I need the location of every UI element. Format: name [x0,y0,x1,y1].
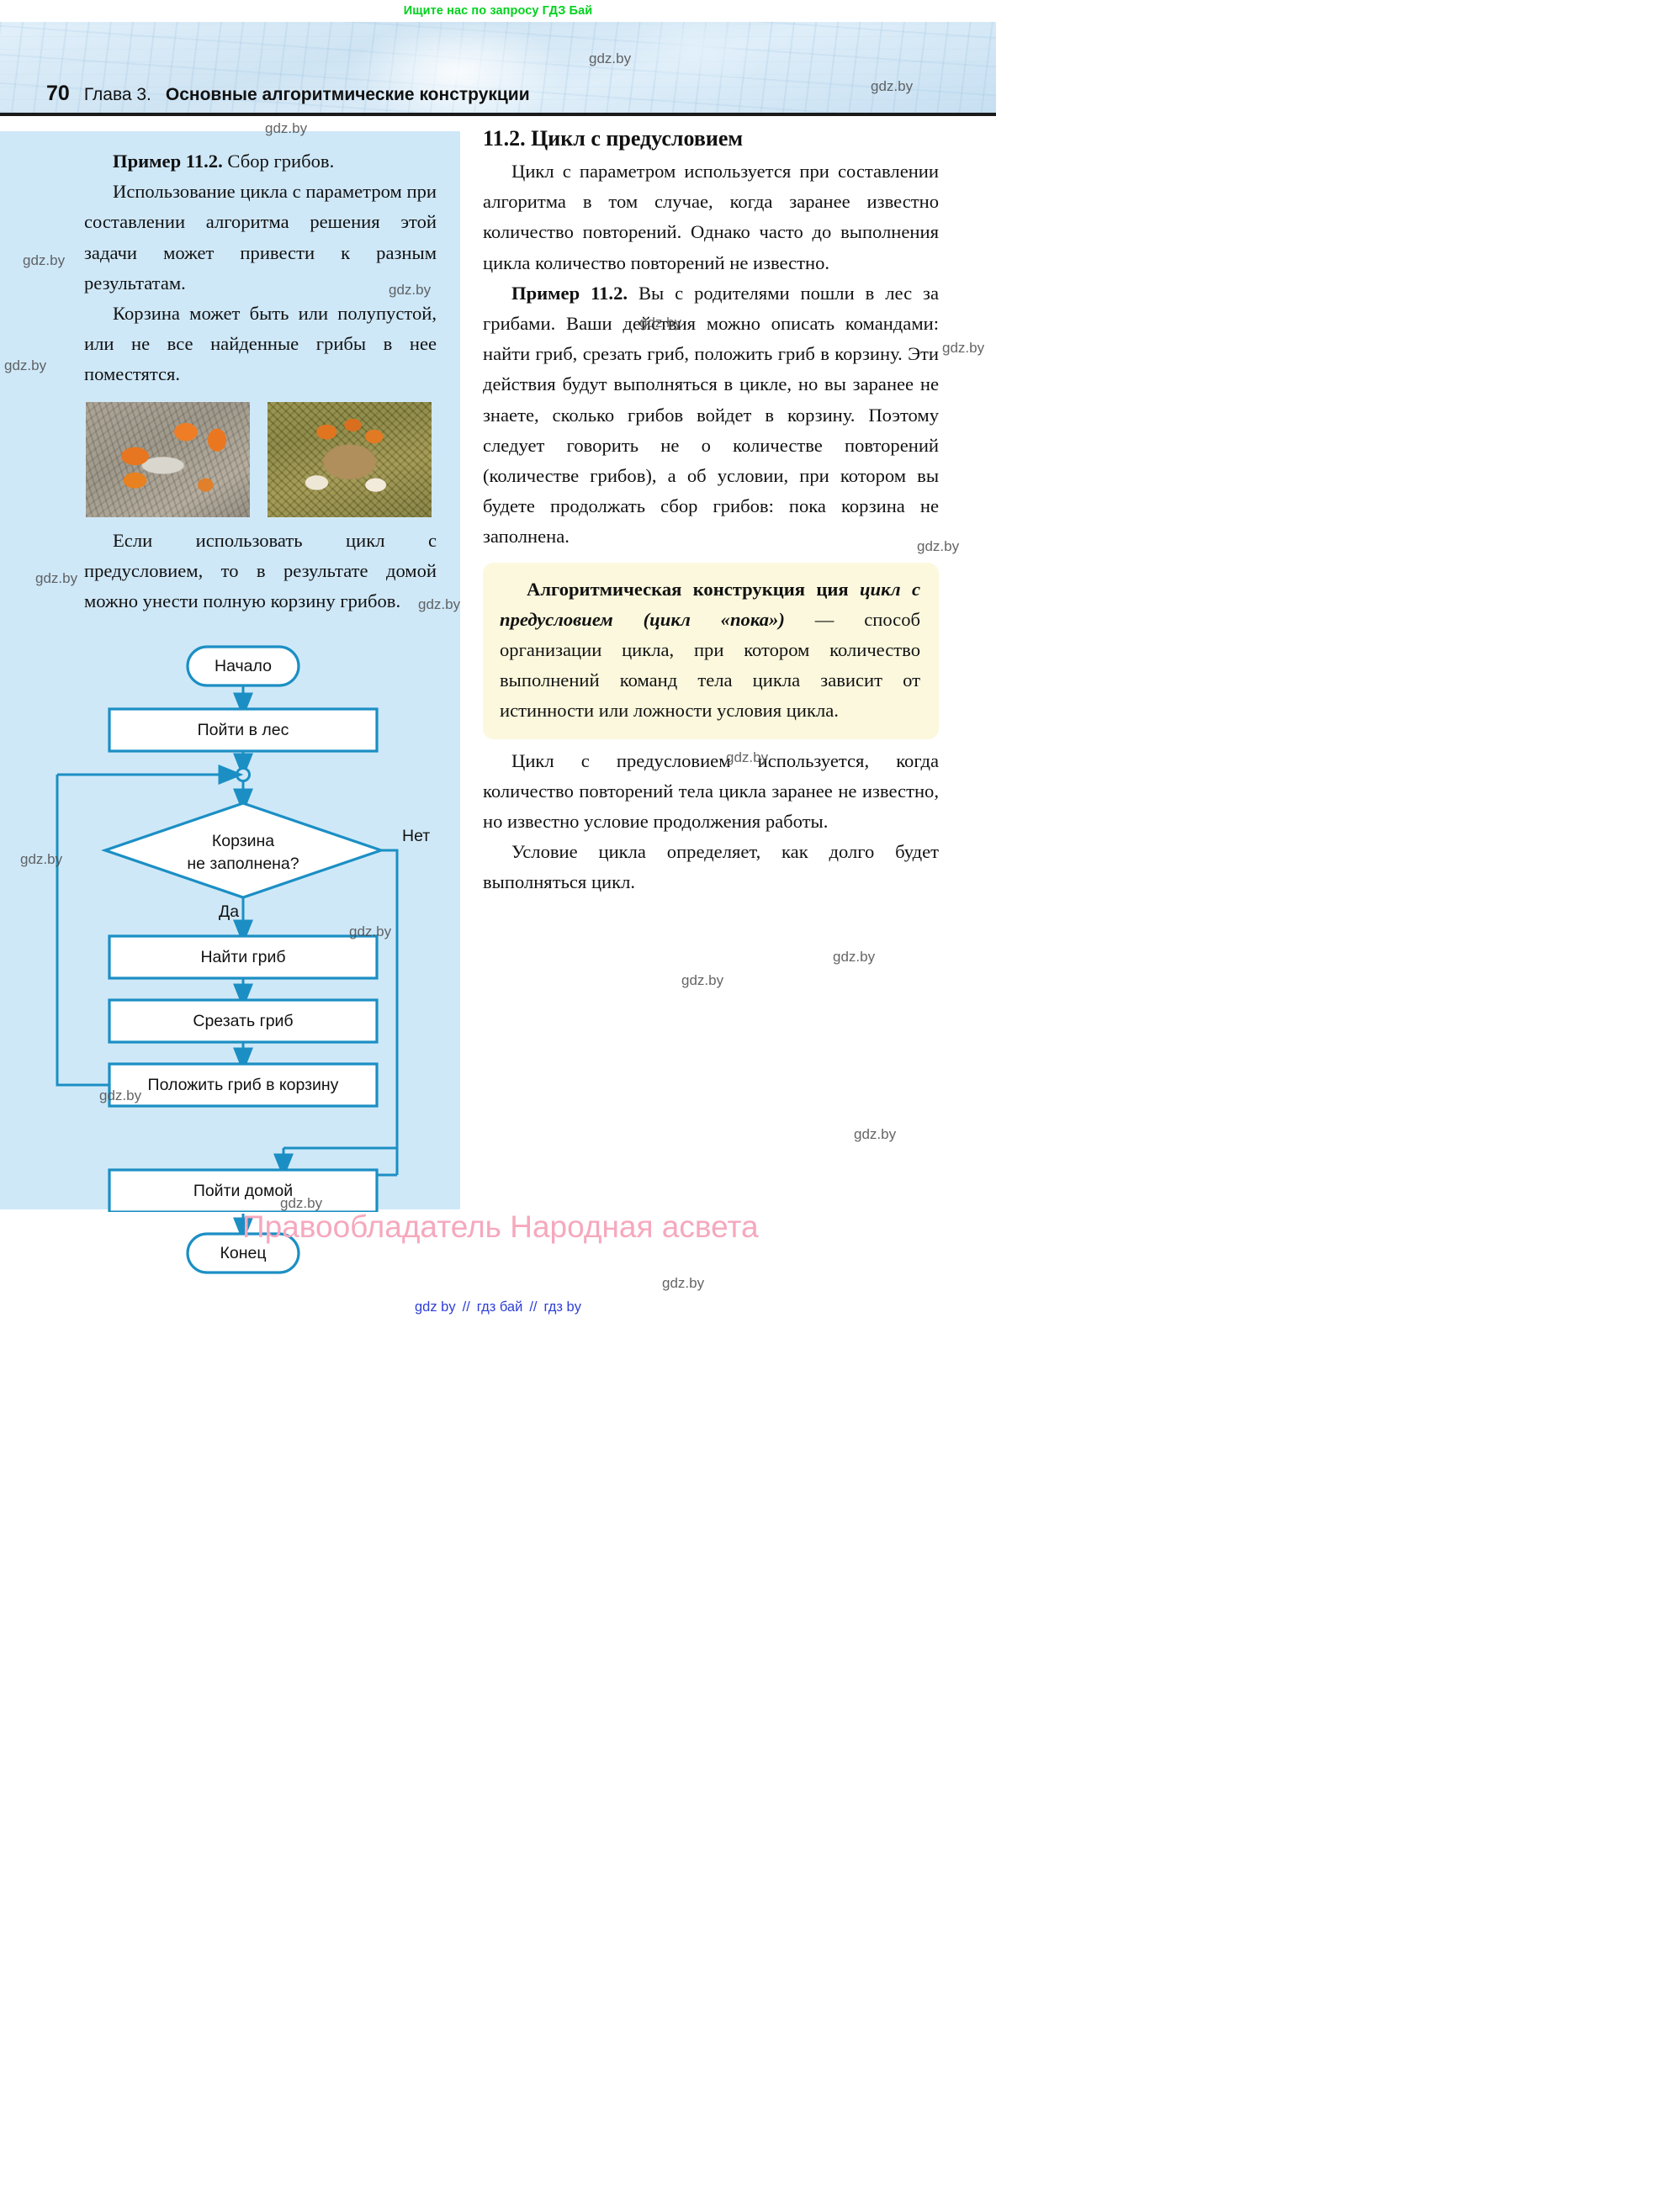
flow-shape-put-in-basket [108,1062,379,1108]
footer-links: gdz by // гдз бай // гдз by [0,1299,996,1315]
definition-term: цикл с предусловием (цикл «пока») [500,578,920,630]
header-title-group: 70 Глава 3. Основные алгоритмические кон… [46,82,530,106]
promo-banner-text: Ищите нас по запросу ГДЗ Бай [403,4,593,18]
footer-link-3[interactable]: гдз by [543,1299,581,1315]
page-body: Пример 11.2. Сбор грибов. Использование … [0,119,996,1274]
flowchart-svg-end [186,1214,300,1274]
copyright-watermark: Правообладатель Народная асвета [242,1209,759,1244]
flow-label-decision-line2: не заполнена? [187,855,299,874]
mushroom-basket-photo [268,401,432,517]
flow-merge-junction [236,767,251,783]
flow-label-decision-line1: Корзина [211,832,275,851]
left-paragraph-1: Использование цикла с параметром при сос… [84,181,437,294]
right-example-paragraph: Пример 11.2. Вы с родителями пошли в лес… [483,278,939,553]
flow-shape-go-to-forest [108,707,379,753]
definition-bold-part-1: Алгоритмическая конструкция [527,578,805,600]
flow-label-start: Начало [215,657,272,676]
footer-link-1[interactable]: gdz by [415,1299,456,1315]
left-paragraph-3: Если использовать цикл с предусловием, т… [84,529,437,612]
right-paragraph-2: Цикл с предусловием используется, когда … [483,749,939,833]
right-paragraph-1: Цикл с параметром используется при соста… [483,161,939,273]
flow-label-branch-yes: Да [219,902,240,922]
flow-label-end: Конец [220,1244,267,1263]
promo-banner: Ищите нас по запросу ГДЗ Бай [0,0,996,22]
flow-label-find-mushroom: Найти гриб [200,948,286,967]
flow-shape-go-home [108,1168,379,1213]
flow-label-cut-mushroom: Срезать гриб [193,1012,294,1031]
chapter-title: Основные алгоритмические конструкции [165,85,530,104]
flow-shape-end [186,1232,300,1274]
definition-callout: Алгоритмическая конструкция ция цикл с п… [483,562,939,739]
left-example-heading: Пример 11.2. Сбор грибов. [84,146,437,177]
right-example-body: Вы с родителями пошли в лес за грибами. … [483,282,939,548]
textbook-page: Ищите нас по запросу ГДЗ Бай 70 Глава 3.… [0,0,996,1320]
left-example-title: Сбор грибов. [222,151,335,172]
chapter-prefix: Глава 3. [83,85,151,104]
footer-link-2[interactable]: гдз бай [476,1299,523,1315]
gdz-watermark-20: gdz.by [662,1275,705,1291]
section-title: 11.2. Цикл с предусловием [483,126,744,151]
photo-row [86,401,437,517]
left-example-label: Пример 11.2. [113,151,223,172]
flow-label-go-home: Пойти домой [193,1182,294,1201]
right-column: 11.2. Цикл с предусловием Цикл с парамет… [478,126,939,898]
definition-text: Алгоритмическая конструкция ция цикл с п… [500,574,920,727]
page-number: 70 [46,82,70,105]
right-paragraph-3: Условие цикла определяет, как долго буде… [483,841,939,893]
flow-label-put-in-basket: Положить гриб в корзину [147,1076,339,1095]
flowchart-svg [56,645,399,1213]
definition-explanation: — способ организации цикла, при котором … [500,608,920,722]
page-header: 70 Глава 3. Основные алгоритмические кон… [0,22,996,116]
left-paragraph-2: Корзина может быть или полупустой, или н… [84,303,437,385]
flow-label-go-to-forest: Пойти в лес [197,721,289,740]
algorithm-flowchart: Начало Пойти в лес Корзина не заполнена?… [49,640,431,1274]
mushrooms-on-ground-photo [86,401,250,517]
footer-separator-2: // [529,1299,538,1315]
footer-separator-1: // [462,1299,470,1315]
right-example-label: Пример 11.2. [511,282,628,304]
left-column-panel: Пример 11.2. Сбор грибов. Использование … [0,131,460,1274]
flow-label-branch-no: Нет [402,827,431,846]
definition-bold-part-2: ция [816,578,860,600]
